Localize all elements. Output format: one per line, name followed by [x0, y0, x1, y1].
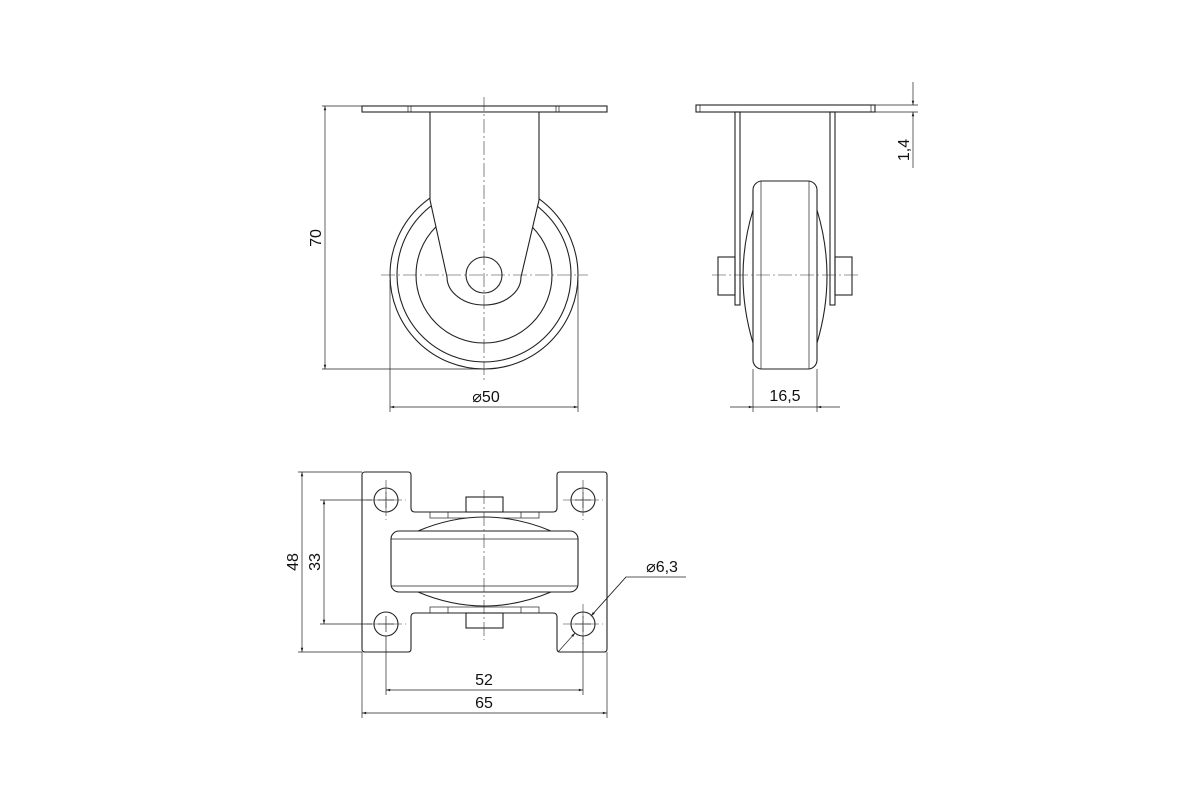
- axle-nut: [465, 612, 504, 629]
- plate-length-label: 48: [285, 553, 302, 571]
- mounting-plate: [361, 105, 608, 113]
- top-view: 48 33 52 65 ⌀6,3: [285, 471, 686, 718]
- front-view: 70 ⌀50: [308, 97, 608, 412]
- hole-spacing-x-label: 52: [475, 672, 493, 689]
- diameter-label: ⌀50: [472, 389, 500, 406]
- mounting-plate: [695, 104, 876, 113]
- hole-diameter-label: ⌀6,3: [646, 559, 678, 576]
- fork-bracket: [429, 111, 540, 306]
- hole-spacing-y-label: 33: [307, 553, 324, 571]
- axle-nut: [834, 256, 853, 296]
- hole-diameter-leader: [590, 576, 686, 617]
- side-view: 16,5 1,4: [695, 82, 918, 412]
- plate-width-label: 65: [475, 695, 493, 712]
- width-label: 16,5: [769, 388, 800, 405]
- thickness-label: 1,4: [896, 139, 913, 161]
- mounting-plate: [361, 471, 608, 653]
- axle-nut: [717, 256, 736, 296]
- height-label: 70: [308, 229, 325, 247]
- axle-nut: [465, 496, 504, 513]
- wheel-tyre: [390, 530, 579, 593]
